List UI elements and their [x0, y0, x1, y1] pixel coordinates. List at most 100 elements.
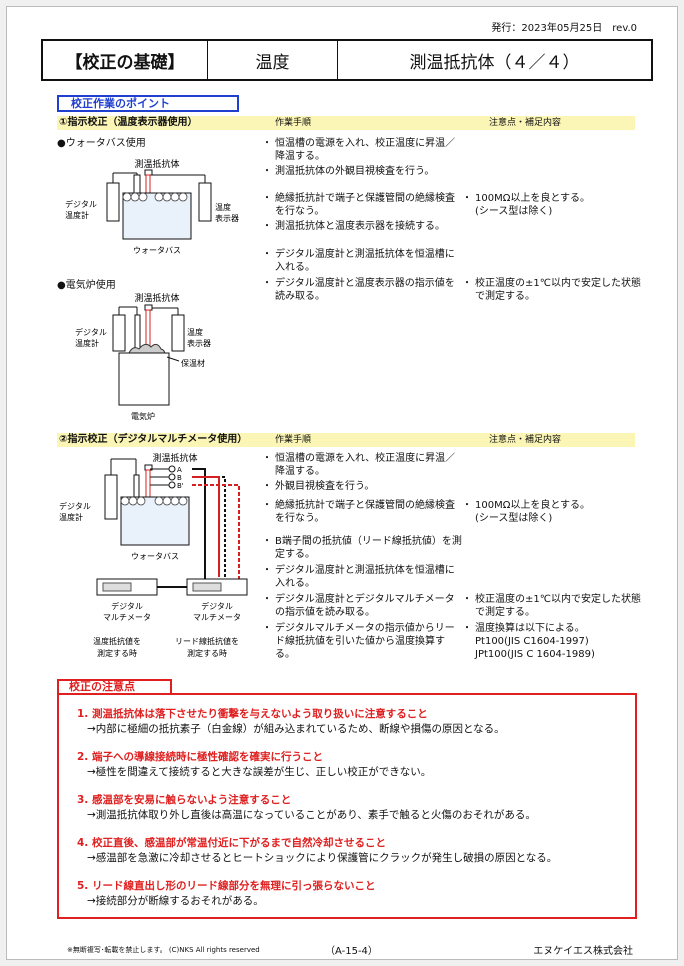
- caption1-line1: 温度抵抗値を: [93, 636, 141, 646]
- header-category: 【校正の基礎】: [43, 41, 208, 79]
- caution-detail: →極性を間違えて接続すると大きな誤差が生じ、正しい校正ができない。: [87, 766, 432, 778]
- part2-notes-label: 注意点・補足内容: [489, 435, 562, 445]
- part2-note-main: 温度換算は以下による。: [475, 623, 585, 634]
- wb-display-label-1: 温度: [215, 202, 231, 212]
- wb-digital-thermometer: [106, 182, 120, 222]
- caution-detail: →測温抵抗体取り外し直後は高温になっていることがあり、素手で触ると火傷のおそれが…: [87, 809, 536, 821]
- part1-step: 絶縁抵抗計で端子と保護管間の絶縁検査を行なう。: [262, 192, 462, 218]
- header-topic: 温度: [208, 41, 338, 79]
- waterbath-label: ●ウォータバス使用: [57, 138, 146, 149]
- part1-step: 測温抵抗体と温度表示器を接続する。: [262, 220, 462, 233]
- part1-note-sub: (シース型は除く): [475, 206, 553, 217]
- wb-digital-label-2: 温度計: [65, 210, 89, 220]
- part1-note-main: 100MΩ以上を良とする。: [475, 193, 591, 204]
- part2-step: 外観目視検査を行う。: [262, 480, 462, 493]
- part2-note: 100MΩ以上を良とする。 (シース型は除く): [462, 499, 642, 525]
- part2-note: 温度換算は以下による。 Pt100(JIS C1604-1997) JPt100…: [462, 622, 642, 661]
- fu-furnace-box: [118, 352, 170, 406]
- part2-title: ②指示校正（デジタルマルチメータ使用）: [59, 434, 248, 445]
- caution-title: 3. 感温部を安易に触らないよう注意すること: [77, 794, 292, 806]
- dmm-diagram: 測温抵抗体 A B B' デジタル 温度計 ウォータバス デジタル マルチメータ: [59, 452, 248, 658]
- caution-item: 5. リード線直出し形のリード線部分を無理に引っ張らないこと →接続部分が断線す…: [77, 879, 375, 909]
- dmm-bath-label: ウォータバス: [131, 552, 179, 561]
- terminal-a-label: A: [177, 466, 182, 474]
- fu-digital-label-2: 温度計: [75, 338, 99, 348]
- terminal-b2-label: B': [177, 482, 184, 490]
- lead-a: [147, 468, 206, 588]
- dmm1-label-1: デジタル: [111, 601, 143, 611]
- lead-b2: [192, 484, 240, 586]
- section-title: 校正作業のポイント: [57, 95, 239, 112]
- fu-furnace-label: 電気炉: [131, 411, 155, 421]
- caution-item: 3. 感温部を安易に触らないよう注意すること →測温抵抗体取り外し直後は高温にな…: [77, 793, 536, 823]
- fu-display-label-1: 温度: [187, 327, 203, 337]
- caution-title: 5. リード線直出し形のリード線部分を無理に引っ張らないこと: [77, 880, 376, 892]
- part2-note-main: 校正温度の±1℃以内で安定した状態で測定する。: [475, 594, 641, 618]
- part1-band: ①指示校正（温度表示器使用） 作業手順 注意点・補足内容: [57, 116, 635, 130]
- waterbath-diagram: 測温抵抗体 デジタル 温度計 温度 表示器 ウォータバス: [65, 158, 239, 255]
- fu-digital-label-1: デジタル: [75, 327, 107, 337]
- dmm1-label-2: マルチメータ: [103, 613, 151, 622]
- fu-temp-display: [171, 314, 185, 352]
- caution-title: 4. 校正直後、感温部が常温付近に下がるまで自然冷却させること: [77, 837, 386, 849]
- part2-note-sub2: JPt100(JIS C 1604-1989): [475, 649, 595, 660]
- fu-rtd-label: 測温抵抗体: [134, 292, 179, 304]
- header-subject: 測温抵抗体（４／４）: [409, 52, 580, 73]
- wb-temp-display: [198, 182, 212, 222]
- part1-notes-label: 注意点・補足内容: [489, 118, 562, 128]
- wb-display-label-2: 表示器: [215, 213, 239, 223]
- caption2-line2: 測定する時: [187, 648, 227, 658]
- part2-band: ②指示校正（デジタルマルチメータ使用） 作業手順 注意点・補足内容: [57, 433, 635, 447]
- lead-red: [192, 476, 220, 577]
- dmm-digital-thermometer: [104, 474, 118, 520]
- footer-company: エヌケイエス株式会社: [533, 946, 633, 957]
- caution-detail: →感温部を急激に冷却させるとヒートショックにより保護管にクラックが発生し破損の原…: [87, 852, 558, 864]
- furnace-label: ●電気炉使用: [57, 280, 116, 291]
- part1-procedure-label: 作業手順: [275, 118, 312, 128]
- wb-digital-label-1: デジタル: [65, 199, 97, 209]
- cautions-box: 1. 測温抵抗体は落下させたり衝撃を与えないよう取り扱いに注意すること →内部に…: [57, 693, 637, 919]
- part2-step: 絶縁抵抗計で端子と保護管間の絶縁検査を行なう。: [262, 499, 462, 525]
- lead-b1: [192, 476, 226, 584]
- part1-step: デジタル温度計と測温抵抗体を恒温槽に入れる。: [262, 248, 462, 274]
- part2-note: 校正温度の±1℃以内で安定した状態で測定する。: [462, 593, 642, 619]
- part2-note-main: 100MΩ以上を良とする。: [475, 500, 591, 511]
- fu-display-label-2: 表示器: [187, 338, 211, 348]
- caution-item: 2. 端子への導線接続時に極性確認を確実に行うこと →極性を間違えて接続すると大…: [77, 750, 431, 780]
- fu-insulation-label: 保温材: [181, 358, 205, 368]
- footer-page-number: （A-15-4）: [325, 946, 378, 957]
- caption1-line2: 測定する時: [97, 648, 137, 658]
- part1-step: デジタル温度計と温度表示器の指示値を読み取る。: [262, 277, 462, 303]
- wb-rtd-label: 測温抵抗体: [134, 158, 179, 170]
- part2-step: デジタル温度計とデジタルマルチメータの指示値を読み取る。: [262, 593, 462, 619]
- page-header: 【校正の基礎】 温度 測温抵抗体（４／４）: [41, 39, 653, 81]
- part2-step: デジタル温度計と測温抵抗体を恒温槽に入れる。: [262, 564, 462, 590]
- cautions-title: 校正の注意点: [57, 679, 172, 695]
- part1-title: ①指示校正（温度表示器使用）: [59, 117, 198, 128]
- dmm2-label-1: デジタル: [201, 601, 233, 611]
- caption2-line1: リード線抵抗値を: [175, 636, 239, 646]
- wb-bath-label: ウォータバス: [133, 246, 181, 255]
- part2-note-sub: (シース型は除く): [475, 513, 553, 524]
- part1-step: 恒温槽の電源を入れ、校正温度に昇温／降温する。: [262, 137, 462, 163]
- caution-detail: →内部に極細の抵抗素子（白金線）が組み込まれているため、断線や損傷の原因となる。: [87, 723, 505, 735]
- terminal-b1-label: B: [177, 474, 182, 482]
- caution-item: 1. 測温抵抗体は落下させたり衝撃を与えないよう取り扱いに注意すること →内部に…: [77, 707, 505, 737]
- caution-detail: →接続部分が断線するおそれがある。: [87, 895, 264, 907]
- part2-procedure-label: 作業手順: [275, 435, 312, 445]
- fu-digital-thermometer: [112, 314, 126, 352]
- document-page: 発行：2023年05月25日 rev.0 【校正の基礎】 温度 測温抵抗体（４／…: [6, 6, 678, 960]
- part2-step: デジタルマルチメータの指示値からリード線抵抗値を引いた値から温度換算する。: [262, 622, 462, 661]
- part1-note-main: 校正温度の±1℃以内で安定した状態で測定する。: [475, 278, 641, 302]
- dmm2-label-2: マルチメータ: [193, 613, 241, 622]
- part2-step: 恒温槽の電源を入れ、校正温度に昇温／降温する。: [262, 452, 462, 478]
- part2-note-sub: Pt100(JIS C1604-1997): [475, 636, 589, 647]
- issue-date: 発行：2023年05月25日 rev.0: [491, 23, 637, 34]
- caution-item: 4. 校正直後、感温部が常温付近に下がるまで自然冷却させること →感温部を急激に…: [77, 836, 557, 866]
- caution-title: 1. 測温抵抗体は落下させたり衝撃を与えないよう取り扱いに注意すること: [77, 708, 428, 720]
- caution-title: 2. 端子への導線接続時に極性確認を確実に行うこと: [77, 751, 323, 763]
- part2-step: B端子間の抵抗値（リード線抵抗値）を測定する。: [262, 535, 462, 561]
- footer-copyright: ※無断複写･転載を禁止します。 (C)NKS All rights reserv…: [67, 946, 260, 954]
- part1-note: 100MΩ以上を良とする。 (シース型は除く): [462, 192, 642, 218]
- dmm-digital-label-1: デジタル: [59, 501, 91, 511]
